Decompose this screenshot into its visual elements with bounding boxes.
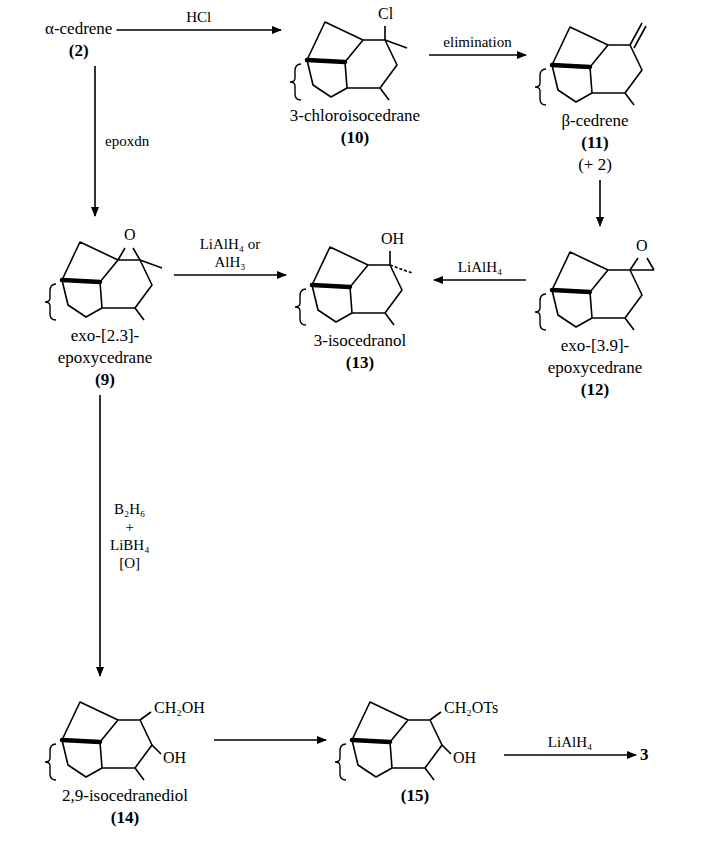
- reaction-arrow: [429, 54, 526, 56]
- reaction-arrow: [434, 279, 526, 281]
- reagent-label: elimination: [441, 33, 513, 51]
- atom-label: OH: [453, 748, 476, 768]
- compound-name: α-cedrene: [45, 18, 112, 40]
- cedrane-skeleton: [295, 247, 402, 325]
- alcohol-structure: [295, 247, 412, 325]
- atom-label: CH₂OH: [154, 698, 205, 718]
- compound-number: (11): [581, 132, 608, 154]
- reaction-arrow: [174, 274, 286, 276]
- reagent-label: epoxdn: [103, 132, 151, 150]
- structure-slot: CH₂OH OH: [40, 680, 210, 785]
- compound: α-cedrene(2): [45, 18, 112, 62]
- compound-name: 2,9-isocedranediol: [62, 785, 188, 807]
- structure-slot: O: [530, 230, 660, 335]
- atom-label: O: [124, 225, 136, 245]
- compound-name: exo-[2.3]- epoxycedrane: [45, 325, 165, 369]
- compound: Oexo-[3.9]- epoxycedrane(12): [530, 230, 660, 401]
- compound: β-cedrene(11)(+ 2): [530, 5, 660, 176]
- atom-label: OH: [163, 748, 186, 768]
- atom-label: OH: [381, 229, 404, 249]
- alkene-structure: [535, 23, 646, 105]
- chloride-structure: [290, 22, 407, 100]
- dashed-methyl: [390, 265, 412, 273]
- cedrane-skeleton: [45, 702, 152, 780]
- compound: CH₂OTsOH(15): [330, 680, 500, 807]
- compound-number: (12): [581, 379, 609, 401]
- reagent-label: HCl: [184, 8, 213, 26]
- reaction-arrow: [99, 395, 101, 676]
- epoxide-bonds: [630, 258, 654, 270]
- spiro-epoxide-structure: [535, 252, 654, 330]
- reaction-arrow: [214, 739, 326, 741]
- reaction-arrow: [116, 29, 281, 31]
- substituent-bonds: [385, 26, 407, 48]
- structure-slot: Cl: [285, 0, 425, 105]
- compound-number: (10): [341, 127, 369, 149]
- reagent-label: LiAlH₄ or AlH₃: [192, 235, 268, 271]
- structure-slot: O: [40, 220, 170, 325]
- substituent-bonds: [430, 712, 451, 754]
- reagent-label: B₂H₆ + LiBH₄ [O]: [108, 500, 151, 572]
- substituent-bonds: [140, 712, 161, 754]
- compound-number: (13): [346, 352, 374, 374]
- reaction-arrow: [599, 180, 601, 226]
- diol-structure: [45, 702, 161, 780]
- compound: Cl 3-chloroisocedrane(10): [285, 0, 425, 149]
- compound-number: (2): [69, 40, 89, 62]
- compound-name: 3-chloroisocedrane: [290, 105, 420, 127]
- atom-label: Cl: [378, 4, 393, 24]
- compound-name: β-cedrene: [561, 110, 628, 132]
- cedrane-skeleton: [290, 22, 397, 100]
- reagent-label: LiAlH₄: [546, 733, 594, 751]
- compound-number: 3: [640, 744, 649, 766]
- atom-label: CH₂OTs: [444, 698, 498, 718]
- compound-name: exo-[3.9]- epoxycedrane: [535, 335, 655, 379]
- compound: Oexo-[2.3]- epoxycedrane(9): [40, 220, 170, 391]
- compound-number: (15): [401, 785, 429, 807]
- compound-number: (9): [95, 369, 115, 391]
- atom-label: O: [636, 236, 648, 256]
- cedrane-skeleton: [535, 27, 642, 105]
- structure-slot: OH: [290, 225, 430, 330]
- reaction-arrow: [94, 66, 96, 216]
- structure-slot: CH₂OTsOH: [330, 680, 500, 785]
- epoxide-structure: [45, 242, 162, 320]
- compound-name: (+ 2): [578, 154, 612, 176]
- compound-number: (14): [111, 807, 139, 829]
- hydroxyl-bond: [389, 251, 391, 265]
- cedrane-skeleton: [535, 252, 642, 330]
- compound-name: 3-isocedranol: [314, 330, 407, 352]
- tosylate-structure: [335, 702, 451, 780]
- compound: 3: [640, 744, 649, 766]
- reagent-label: LiAlH₄: [456, 258, 504, 276]
- reaction-arrow: [504, 754, 636, 756]
- structure-slot: [530, 5, 660, 110]
- compound: OH 3-isocedranol(13): [290, 225, 430, 374]
- cedrane-skeleton: [335, 702, 442, 780]
- double-bond: [630, 23, 646, 48]
- compound: CH₂OH OH 2,9-isocedranediol(14): [40, 680, 210, 829]
- epoxide-bonds: [118, 248, 162, 268]
